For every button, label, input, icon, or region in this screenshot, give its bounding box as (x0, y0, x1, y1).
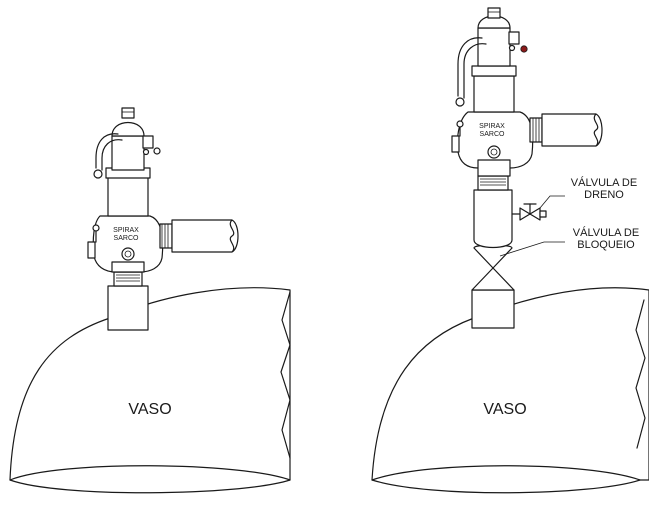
right-assembly: SPIRAX SARCO VÁLVULA DE DRENO VÁLVULA DE… (371, 7, 649, 494)
right-vessel-label: VASO (483, 401, 526, 418)
right-brand-line2: SARCO (480, 131, 505, 138)
drain-label-line2: DRENO (584, 189, 624, 201)
left-bonnet (93, 107, 161, 217)
left-valve (87, 215, 239, 273)
left-vessel-label: VASO (128, 401, 171, 418)
left-assembly: SPIRAX SARCO VASO (9, 107, 291, 494)
indicator-dot (520, 45, 528, 53)
right-valve (451, 111, 603, 177)
block-label-line2: BLOQUEIO (577, 239, 635, 251)
right-block-valve (471, 244, 515, 329)
right-brand-line1: SPIRAX (479, 123, 505, 130)
left-vessel (9, 287, 291, 494)
left-brand-line2: SARCO (114, 235, 139, 242)
left-brand-line1: SPIRAX (113, 227, 139, 234)
right-bonnet (455, 7, 528, 113)
drain-leader-line (539, 195, 565, 209)
right-drain-valve (511, 203, 547, 221)
right-vessel (371, 287, 649, 494)
block-leader-line (499, 241, 565, 257)
block-label-line1: VÁLVULA DE (573, 226, 639, 239)
left-nozzle (107, 271, 149, 331)
right-spool (473, 175, 513, 249)
drain-label-line1: VÁLVULA DE (571, 176, 637, 189)
